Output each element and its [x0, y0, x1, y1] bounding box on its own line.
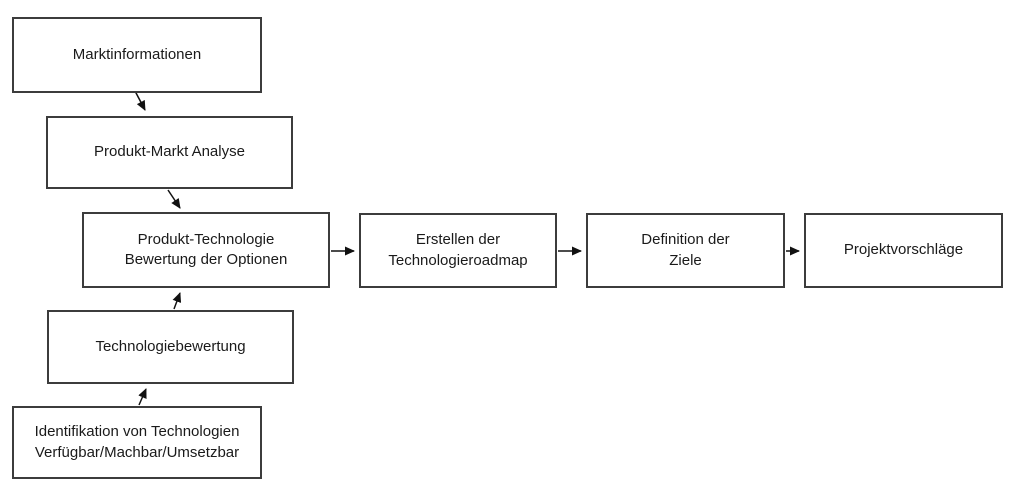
flow-box-label: Erstellen der Technologieroadmap: [388, 231, 528, 269]
arrow-produkt-markt-analyse-to-produkt-technologie: [167, 189, 181, 209]
flow-box-label: Projektvorschläge: [843, 241, 964, 259]
flow-box-definition-der-ziele: Definition der Ziele: [586, 213, 785, 288]
arrow-marktinformationen-to-produkt-markt-analyse: [134, 90, 146, 111]
flow-box-identifikation-von-technologien: Identifikation von Technologien Verfügba…: [12, 406, 262, 479]
flow-box-produkt-markt-analyse: Produkt-Markt Analyse: [46, 116, 293, 189]
flow-box-label: Produkt-Technologie Bewertung der Option…: [124, 230, 288, 268]
flow-box-technologiebewertung: Technologiebewertung: [47, 310, 294, 384]
flow-box-produkt-technologie-bewertung: Produkt-Technologie Bewertung der Option…: [82, 212, 330, 288]
flow-box-label: Identifikation von Technologien Verfügba…: [34, 423, 240, 461]
flow-box-label: Definition der Ziele: [641, 231, 730, 269]
flow-box-label: Technologiebewertung: [95, 337, 246, 355]
flow-box-projektvorschlaege: Projektvorschläge: [804, 213, 1003, 288]
flow-box-label: Produkt-Markt Analyse: [94, 143, 245, 161]
flow-box-label: Marktinformationen: [72, 45, 202, 63]
flow-box-marktinformationen: Marktinformationen: [12, 17, 262, 93]
arrow-identifikation-to-technologiebewertung: [138, 388, 147, 406]
flow-box-erstellen-technologieroadmap: Erstellen der Technologieroadmap: [359, 213, 557, 288]
arrow-technologiebewertung-to-produkt-technologie: [172, 292, 182, 310]
